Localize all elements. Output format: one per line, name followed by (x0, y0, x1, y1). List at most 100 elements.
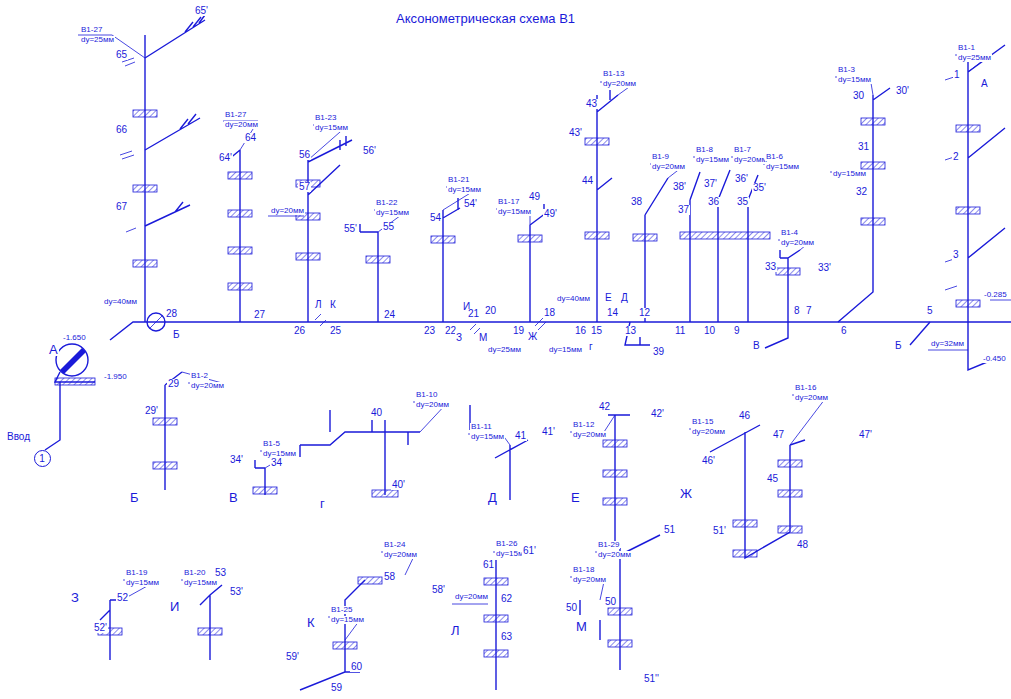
diameter-label: dy=20мм (270, 207, 305, 215)
callout-number: 3 (952, 250, 960, 260)
diameter-label: dy=20мм (651, 163, 686, 171)
floor-slab (296, 253, 320, 260)
callout-number: Д (620, 293, 629, 303)
callout-number: 51 (663, 525, 676, 535)
callout-number: 19 (512, 326, 525, 336)
floor-slab (633, 234, 657, 241)
diameter-label: dy=15мм (183, 579, 218, 587)
floor-slab (778, 490, 802, 497)
callout-number: Ж (679, 487, 693, 500)
diameter-label: dy=15мм (832, 170, 867, 178)
diameter-label: dy=20мм (572, 576, 607, 584)
pipe-line (625, 322, 650, 345)
callout-number: 37' (703, 179, 718, 189)
callout-number: К (306, 616, 316, 629)
callout-number: 33' (817, 263, 832, 273)
riser-tag: В1-7 (733, 146, 752, 154)
callout-number: 35 (736, 197, 749, 207)
floor-slab (956, 300, 980, 307)
callout-number: З (455, 333, 463, 343)
callout-number: -0.450 (982, 355, 1007, 363)
callout-number: 15 (590, 326, 603, 336)
callout-number: 43 (585, 99, 598, 109)
pipe-line (530, 204, 546, 322)
callout-number: 30 (852, 91, 865, 101)
callout-number: 49' (543, 209, 558, 219)
diameter-label: dy=15мм (314, 124, 349, 132)
callout-number: 26 (293, 326, 306, 336)
callout-number: 2 (952, 152, 960, 162)
floor-slab (228, 210, 252, 217)
floor-slab (198, 628, 222, 635)
pipe-line (452, 552, 528, 604)
floor-slab (484, 650, 508, 657)
pipe-line (910, 322, 930, 345)
callout-number: 35' (752, 183, 767, 193)
riser-tag: В1-11 (470, 423, 493, 431)
floor-slab (778, 460, 802, 467)
callout-number: 55 (382, 222, 395, 232)
callout-number: 38 (630, 197, 643, 207)
callout-number: -1.650 (62, 334, 87, 342)
floor-slab (585, 232, 609, 239)
callout-number: 55' (343, 224, 358, 234)
callout-number: 66 (115, 125, 128, 135)
callout-number: 16 (574, 326, 587, 336)
callout-number: 58' (431, 585, 446, 595)
callout-number: 27 (253, 310, 266, 320)
callout-number: 51'' (643, 674, 660, 684)
diameter-label: dy=15мм (330, 616, 365, 624)
floor-slab (484, 578, 508, 585)
callout-number: 56 (298, 150, 311, 160)
callout-number: 43' (568, 128, 583, 138)
riser-tag: В1-9 (651, 153, 670, 161)
diameter-label: dy=15мм (837, 76, 872, 84)
callout-number: 34' (229, 455, 244, 465)
riser-tag: В1-22 (375, 199, 398, 207)
callout-number: 38' (672, 182, 687, 192)
callout-number: 8 (793, 306, 801, 316)
riser-tag: В1-1 (957, 44, 976, 52)
floor-slab (608, 608, 632, 615)
callout-number: 41' (541, 427, 556, 437)
pipe-line (597, 90, 618, 322)
floor-slab (133, 110, 157, 117)
callout-number: 9 (733, 326, 741, 336)
floor-slab (366, 256, 390, 263)
floor-slab (861, 162, 885, 169)
callout-number: 54' (463, 199, 478, 209)
callout-number: 64 (244, 133, 257, 143)
callout-number: 39 (652, 347, 665, 357)
pipe-line (570, 552, 630, 600)
riser-tag: В1-3 (837, 66, 856, 74)
pipe-line (945, 55, 990, 290)
callout-number: 40' (391, 480, 406, 490)
callout-number: 59' (285, 652, 300, 662)
riser-tag: В1-24 (383, 541, 406, 549)
floor-slab (358, 577, 382, 584)
pipe-line (145, 202, 190, 226)
floor-slab (253, 487, 277, 494)
diameter-label: dy=25мм (80, 36, 115, 44)
callout-number: 56' (362, 146, 377, 156)
floor-slab (861, 218, 885, 225)
pipe-line (78, 35, 145, 58)
callout-number: 46' (701, 456, 716, 466)
riser-tag: В1-4 (780, 229, 799, 237)
pipe-line (110, 322, 145, 340)
callout-number: З (70, 591, 80, 604)
pipe-line (928, 300, 1011, 350)
floor-slab (680, 232, 770, 239)
pipe-line (144, 35, 145, 322)
callout-number: 49 (528, 192, 541, 202)
callout-number: 29' (144, 406, 159, 416)
callout-number: 28 (165, 309, 178, 319)
callout-number: г (588, 342, 594, 352)
floor-slab (153, 418, 177, 425)
callout-number: Ж (527, 332, 538, 342)
callout-number: 46 (738, 411, 751, 421)
floor-slab (228, 283, 252, 290)
callout-number: В (228, 491, 239, 504)
diameter-label: dy=15мм (548, 346, 583, 354)
